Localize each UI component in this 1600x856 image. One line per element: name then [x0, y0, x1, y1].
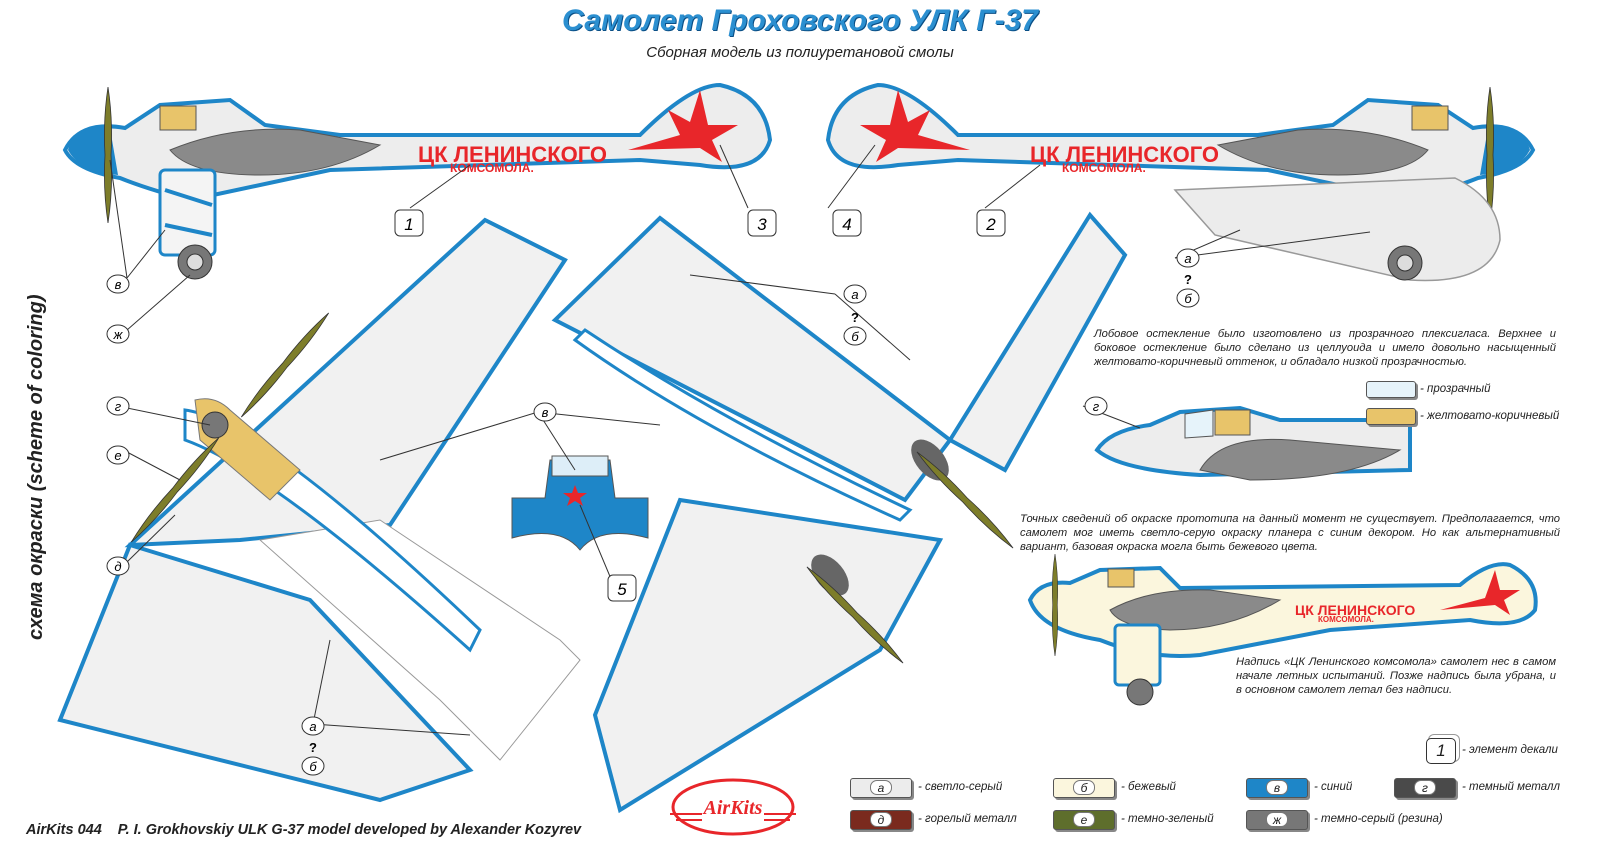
inscription-line2: КОМСОМОЛА. [1062, 161, 1146, 175]
svg-text:д: д [114, 559, 121, 574]
fuselage-pod [1173, 177, 1501, 282]
footer: AirKits 044 P. I. Grokhovskiy ULK G-37 mo… [26, 822, 597, 838]
svg-text:б: б [851, 329, 859, 344]
swatch-light-gray: а [850, 778, 912, 798]
svg-text:б: б [1184, 291, 1192, 306]
note-inscription: Надпись «ЦК Ленинского комсомола» самоле… [1236, 656, 1556, 696]
svg-text:3: 3 [757, 215, 767, 234]
callout-g-right: г [1084, 396, 1108, 416]
side-view-right: ЦК ЛЕНИНСКОГО КОМСОМОЛА. [825, 82, 1536, 282]
engine-nacelle [811, 554, 849, 596]
plan-view-left [57, 217, 581, 803]
side-view-beige: ЦК ЛЕНИНСКОГО КОМСОМОЛА. [1027, 553, 1538, 706]
callout-g-left: г [106, 396, 130, 416]
note-glazing: Лобовое остекление было изготовлено из п… [1094, 328, 1556, 368]
svg-text:ж: ж [113, 327, 124, 342]
glazing-yellow [1214, 409, 1251, 436]
callout-1: 1 [394, 209, 424, 237]
svg-text:2: 2 [985, 215, 996, 234]
swatch-burnt-metal: д [850, 810, 912, 830]
swatch-beige: б [1053, 778, 1115, 798]
swatch-dark-gray-rubber: ж [1246, 810, 1308, 830]
swatch-blue: в [1246, 778, 1308, 798]
callout-4: 4 [832, 209, 862, 237]
callout-a-top: а? б [843, 284, 867, 346]
canopy-detail [1094, 405, 1412, 481]
plan-view-right [551, 211, 1128, 814]
svg-text:1: 1 [404, 215, 413, 234]
swatch-transparent [1366, 381, 1416, 398]
callout-5: 5 [607, 574, 637, 602]
svg-text:?: ? [851, 310, 859, 325]
footer-code: AirKits 044 [26, 822, 102, 838]
inscription-line1: ЦК ЛЕНИНСКОГО [418, 142, 607, 167]
swatch-dark-green: е [1053, 810, 1115, 830]
svg-text:а: а [1184, 251, 1191, 266]
glazing [1411, 105, 1449, 131]
callouts: 1 3 4 2 5 в ж г е д в а? б а? б а? б г [106, 209, 1200, 776]
side-view-left: ЦК ЛЕНИНСКОГО КОМСОМОЛА. [62, 82, 773, 280]
svg-text:е: е [114, 448, 121, 463]
red-star [860, 90, 970, 162]
page-title: Самолет Гроховского УЛК Г-37 [561, 4, 1038, 37]
callout-v-left: в [106, 274, 130, 294]
wing-lower [592, 497, 944, 814]
footer-credit: P. I. Grokhovskiy ULK G-37 model develop… [117, 822, 582, 838]
svg-text:ЦК ЛЕНИНСКОГО: ЦК ЛЕНИНСКОГО [1295, 602, 1415, 618]
callout-a-right: а? б [1176, 248, 1200, 308]
swatch-yellow-brown [1366, 408, 1416, 425]
label-transparent: - прозрачный [1420, 383, 1491, 395]
red-star [628, 90, 738, 162]
wing-root-fairing [1216, 128, 1429, 176]
spinner [201, 411, 229, 439]
callout-v-center: в [533, 402, 557, 422]
label-yellow-brown: - желтовато-коричневый [1420, 410, 1560, 422]
decal-number-box: 1 [1426, 738, 1456, 764]
svg-text:в: в [542, 405, 549, 420]
page-subtitle: Сборная модель из полиуретановой смолы [646, 44, 954, 61]
airkits-logo: AirKits [670, 778, 796, 836]
front-detail [511, 455, 649, 551]
glazing [159, 105, 197, 131]
tail-frame [258, 519, 581, 761]
decal-label: - элемент декали [1462, 744, 1558, 756]
svg-text:4: 4 [842, 215, 851, 234]
svg-text:КОМСОМОЛА.: КОМСОМОЛА. [1318, 615, 1374, 624]
red-star [563, 485, 587, 506]
svg-text:г: г [115, 399, 122, 414]
callout-3: 3 [747, 209, 777, 237]
svg-text:в: в [115, 277, 122, 292]
svg-text:?: ? [1184, 272, 1192, 287]
boom [572, 328, 913, 522]
wing-lower [57, 542, 474, 803]
note-uncertain: Точных сведений об окраске прототипа на … [1020, 513, 1560, 553]
svg-text:а: а [309, 719, 316, 734]
svg-text:AirKits: AirKits [702, 797, 763, 819]
glazing-clear [1184, 409, 1214, 439]
svg-text:а: а [851, 287, 858, 302]
swatch-dark-metal: г [1394, 778, 1456, 798]
svg-text:б: б [309, 759, 317, 774]
inscription-line2: КОМСОМОЛА. [450, 161, 534, 175]
landing-gear-fairing [158, 168, 217, 257]
leader-lines [109, 144, 1371, 736]
inscription-line1: ЦК ЛЕНИНСКОГО [1030, 142, 1219, 167]
svg-text:5: 5 [617, 580, 627, 599]
callout-e: е [106, 445, 130, 465]
svg-text:?: ? [309, 740, 317, 755]
front-glazing [551, 455, 609, 477]
callout-d: д [106, 556, 130, 576]
callout-a-bottom: а? б [301, 716, 325, 776]
callout-2: 2 [976, 209, 1006, 237]
callout-zh: ж [106, 324, 130, 344]
svg-text:г: г [1093, 399, 1100, 414]
wing-upper-right [947, 211, 1128, 473]
